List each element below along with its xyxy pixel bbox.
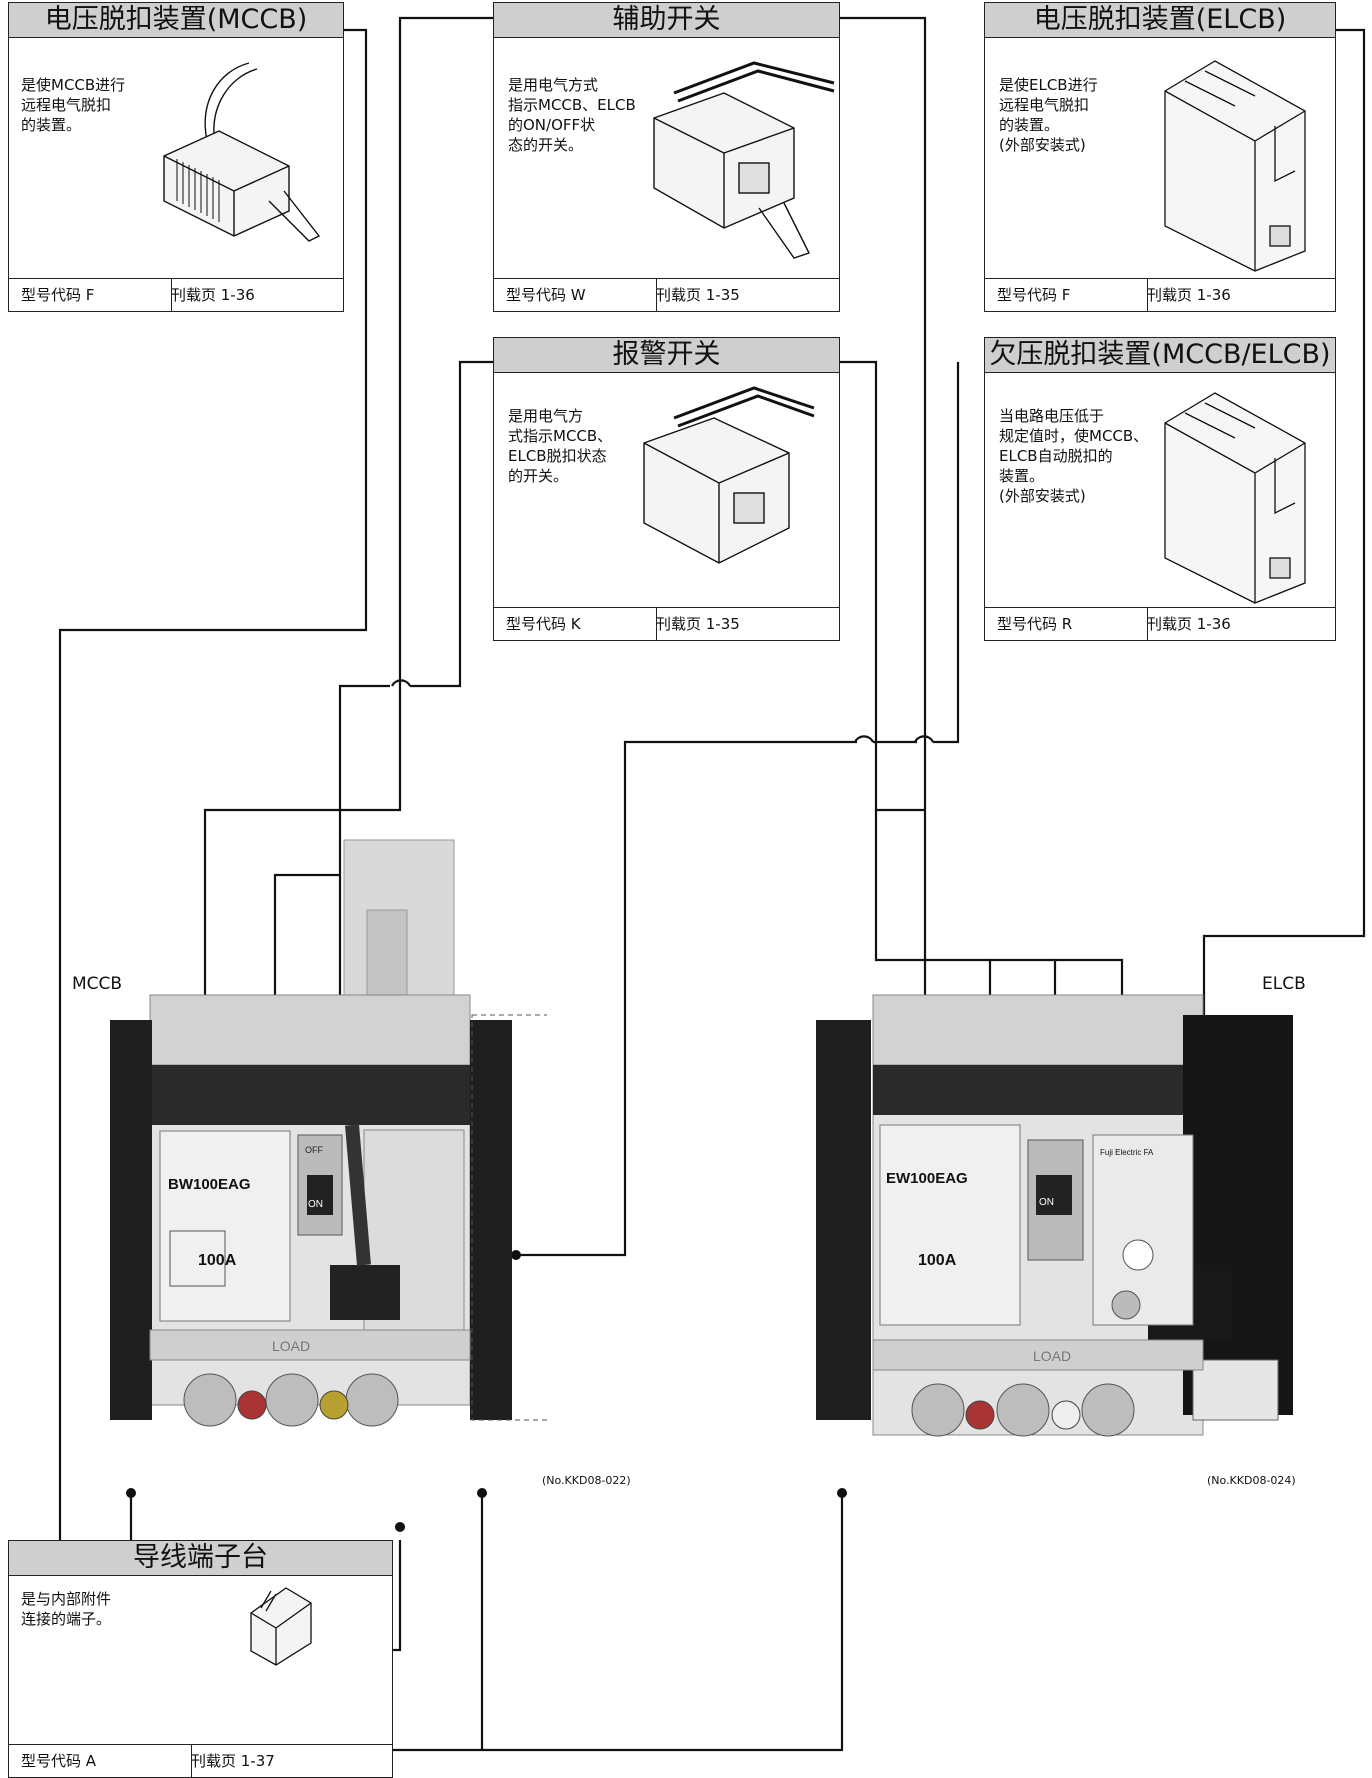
model-code: 型号代码 W bbox=[494, 279, 657, 311]
accessory-box-shunt-mccb: 电压脱扣装置(MCCB) 是使MCCB进行 远程电气脱扣 的装置。 型号代码 F… bbox=[8, 2, 344, 312]
alarm-switch-icon bbox=[624, 383, 824, 593]
box-title: 电压脱扣装置(ELCB) bbox=[985, 3, 1335, 38]
accessory-box-terminal-block: 导线端子台 是与内部附件 连接的端子。 型号代码 A 刊载页 1-37 bbox=[8, 1540, 393, 1778]
mccb-off-text: OFF bbox=[305, 1145, 323, 1155]
external-trip-unit-icon bbox=[1145, 51, 1330, 276]
box-title: 电压脱扣装置(MCCB) bbox=[9, 3, 343, 38]
box-title: 欠压脱扣装置(MCCB/ELCB) bbox=[985, 338, 1335, 373]
elcb-rating-text: 100A bbox=[918, 1252, 957, 1269]
wire-hop bbox=[855, 736, 873, 742]
elcb-on-text: ON bbox=[1039, 1197, 1054, 1208]
accessory-box-aux-switch: 辅助开关 是用电气方式 指示MCCB、ELCB 的ON/OFF状 态的开关。 型… bbox=[493, 2, 840, 312]
box-footer: 型号代码 A 刊载页 1-37 bbox=[9, 1744, 392, 1777]
elcb-photo-number: (No.KKD08-024) bbox=[1207, 1474, 1296, 1487]
box-title: 辅助开关 bbox=[494, 3, 839, 38]
box-description: 是用电气方 式指示MCCB、 ELCB脱扣状态 的开关。 bbox=[508, 406, 612, 486]
reference-page: 刊载页 1-35 bbox=[644, 608, 839, 640]
elcb-maker-text: Fuji Electric FA bbox=[1100, 1148, 1154, 1157]
reference-page: 刊载页 1-36 bbox=[159, 279, 343, 311]
accessory-box-alarm-switch: 报警开关 是用电气方 式指示MCCB、 ELCB脱扣状态 的开关。 型号代码 K… bbox=[493, 337, 840, 641]
elcb-model-text: EW100EAG bbox=[886, 1170, 968, 1187]
box-description: 当电路电压低于 规定值时，使MCCB、 ELCB自动脱扣的 装置。 (外部安装式… bbox=[999, 406, 1148, 506]
model-code: 型号代码 F bbox=[985, 279, 1148, 311]
mccb-model-text: BW100EAG bbox=[168, 1176, 251, 1193]
reference-page: 刊载页 1-37 bbox=[179, 1745, 392, 1777]
model-code: 型号代码 K bbox=[494, 608, 657, 640]
box-description: 是与内部附件 连接的端子。 bbox=[21, 1589, 111, 1629]
mccb-breaker-photo: BW100EAG 100A ON OFF LOAD bbox=[102, 835, 547, 1480]
shunt-trip-coil-icon bbox=[159, 61, 339, 251]
reference-page: 刊载页 1-36 bbox=[1135, 279, 1335, 311]
mccb-rating-text: 100A bbox=[198, 1252, 237, 1269]
mccb-photo-number: (No.KKD08-022) bbox=[542, 1474, 631, 1487]
box-footer: 型号代码 F 刊载页 1-36 bbox=[985, 278, 1335, 311]
elcb-load-text: LOAD bbox=[1033, 1348, 1071, 1364]
elcb-breaker-photo: EW100EAG 100A ON Fuji Electric FA LOAD bbox=[808, 965, 1308, 1465]
box-title: 导线端子台 bbox=[9, 1541, 392, 1576]
box-title: 报警开关 bbox=[494, 338, 839, 373]
wire-aux-right bbox=[840, 18, 925, 1065]
box-footer: 型号代码 R 刊载页 1-36 bbox=[985, 607, 1335, 640]
box-footer: 型号代码 K 刊载页 1-35 bbox=[494, 607, 839, 640]
undervoltage-trip-unit-icon bbox=[1145, 383, 1330, 608]
box-footer: 型号代码 F 刊载页 1-36 bbox=[9, 278, 343, 311]
box-description: 是用电气方式 指示MCCB、ELCB 的ON/OFF状 态的开关。 bbox=[508, 75, 636, 155]
mccb-on-text: ON bbox=[308, 1199, 323, 1210]
model-code: 型号代码 R bbox=[985, 608, 1148, 640]
box-footer: 型号代码 W 刊载页 1-35 bbox=[494, 278, 839, 311]
mccb-load-text: LOAD bbox=[272, 1338, 310, 1354]
reference-page: 刊载页 1-35 bbox=[644, 279, 839, 311]
reference-page: 刊载页 1-36 bbox=[1135, 608, 1335, 640]
model-code: 型号代码 A bbox=[9, 1745, 192, 1777]
box-description: 是使MCCB进行 远程电气脱扣 的装置。 bbox=[21, 75, 125, 135]
box-description: 是使ELCB进行 远程电气脱扣 的装置。 (外部安装式) bbox=[999, 75, 1098, 155]
model-code: 型号代码 F bbox=[9, 279, 172, 311]
terminal-block-icon bbox=[241, 1583, 321, 1668]
accessory-box-shunt-elcb: 电压脱扣装置(ELCB) 是使ELCB进行 远程电气脱扣 的装置。 (外部安装式… bbox=[984, 2, 1336, 312]
auxiliary-switch-icon bbox=[644, 58, 839, 273]
accessory-box-undervoltage-trip: 欠压脱扣装置(MCCB/ELCB) 当电路电压低于 规定值时，使MCCB、 EL… bbox=[984, 337, 1336, 641]
